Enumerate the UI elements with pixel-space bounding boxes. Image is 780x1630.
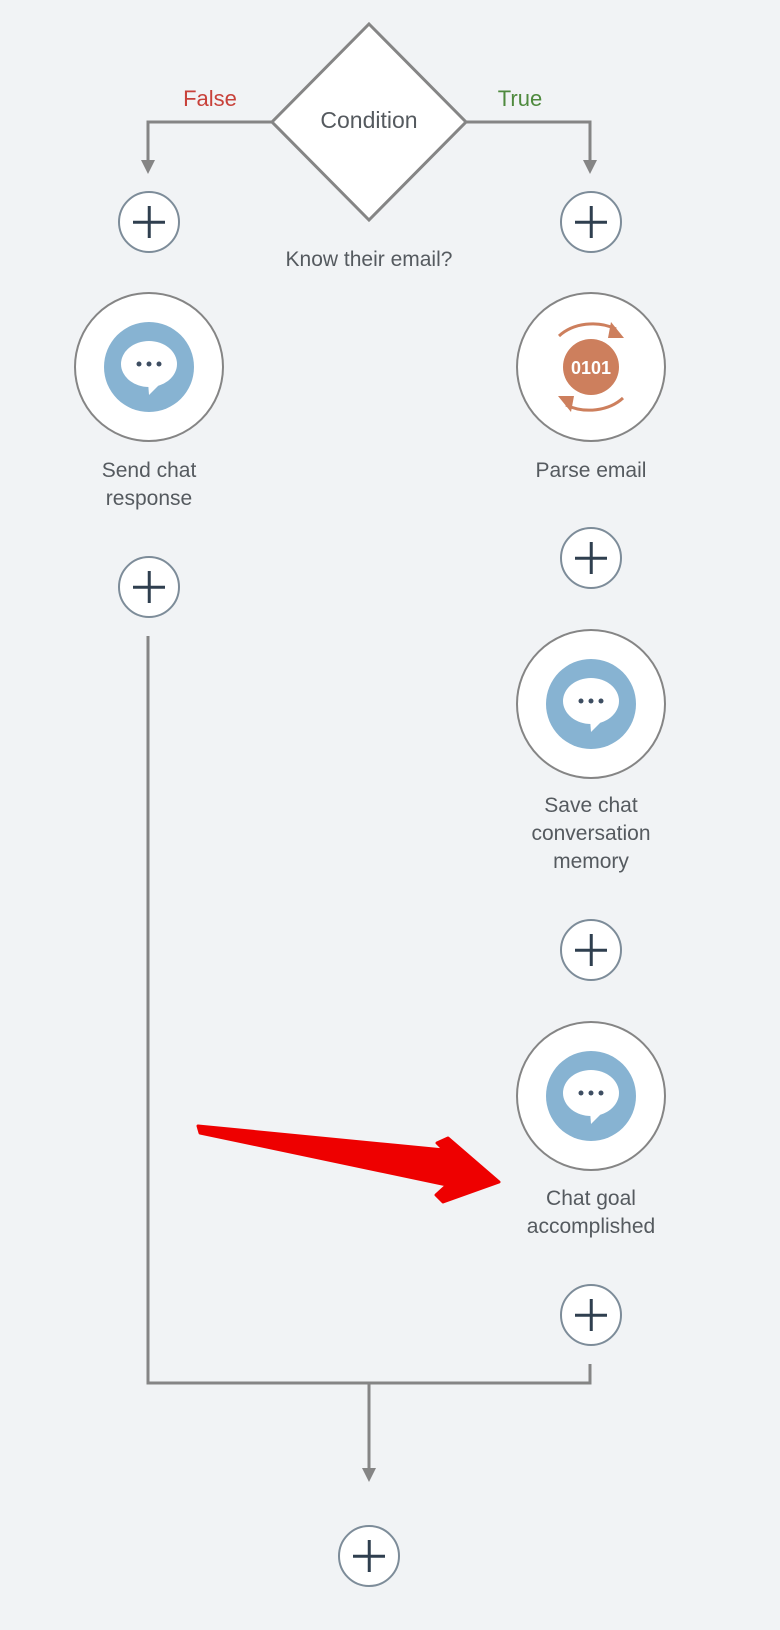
true-label: True	[497, 86, 543, 111]
chat-bubble-icon	[546, 1051, 636, 1141]
condition-diamond[interactable]	[269, 21, 469, 223]
chat-bubble-icon	[104, 322, 194, 412]
save-chat-memory-node[interactable]	[516, 629, 666, 779]
arrowhead-icon	[362, 1468, 376, 1482]
chat-goal-accomplished-node[interactable]	[516, 1021, 666, 1171]
add-step-button[interactable]	[118, 191, 180, 253]
arrowhead-icon	[141, 160, 155, 174]
false-label: False	[183, 86, 237, 111]
condition-label: Condition	[320, 107, 418, 133]
add-step-button[interactable]	[118, 556, 180, 618]
chat-bubble-icon	[546, 659, 636, 749]
add-step-button[interactable]	[338, 1525, 400, 1587]
condition-description: Know their email?	[285, 248, 453, 271]
binary-parse-icon: 0101	[557, 322, 625, 412]
annotation-arrow	[196, 1124, 501, 1204]
false-connector	[146, 120, 272, 165]
parse-email-node[interactable]: 0101	[516, 292, 666, 442]
add-step-button[interactable]	[560, 1284, 622, 1346]
arrowhead-icon	[583, 160, 597, 174]
add-step-button[interactable]	[560, 191, 622, 253]
add-step-button[interactable]	[560, 919, 622, 981]
add-step-button[interactable]	[560, 527, 622, 589]
step-label: Parse email	[535, 459, 647, 482]
true-connector	[466, 120, 592, 165]
svg-text:0101: 0101	[571, 358, 611, 378]
send-chat-response-node[interactable]	[74, 292, 224, 442]
